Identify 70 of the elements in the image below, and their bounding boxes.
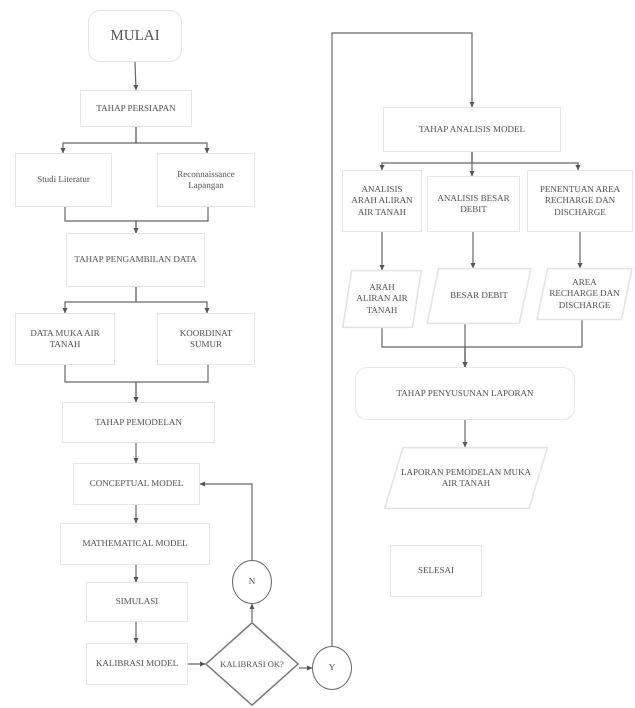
process-box	[15, 313, 115, 365]
node-label: SIMULASI	[114, 596, 160, 608]
arrow	[200, 482, 253, 560]
arrow	[462, 320, 583, 368]
process-box	[15, 153, 112, 207]
arrow	[134, 505, 138, 524]
node-label: TAHAP PEMODELAN	[94, 416, 183, 428]
start-terminal	[88, 10, 182, 62]
process-box	[157, 313, 255, 365]
node-label: DATA MUKA AIR TANAH	[29, 328, 101, 350]
node-label: KOORDINAT SUMUR	[178, 328, 234, 350]
decision-diamond	[205, 622, 299, 706]
node-label: Studi Literatur	[36, 174, 91, 186]
node-label: KALIBRASI OK?	[219, 658, 285, 670]
arrow	[135, 287, 210, 314]
process-box	[383, 107, 561, 152]
node-label: TAHAP PENYUSUNAN LAPORAN	[396, 388, 534, 400]
data-parallelogram	[383, 447, 549, 509]
node-label: N	[248, 576, 256, 588]
process-box	[66, 233, 205, 287]
process-box	[157, 153, 255, 207]
process-box	[427, 176, 520, 232]
arrow	[331, 32, 474, 646]
data-parallelogram	[426, 268, 532, 324]
arrow	[299, 666, 312, 670]
arrow	[471, 152, 580, 170]
arrow	[578, 232, 582, 268]
process-box	[73, 463, 200, 505]
node-label: ANALISIS BESAR DEBIT	[436, 192, 511, 216]
data-parallelogram	[536, 268, 633, 320]
data-parallelogram	[342, 270, 422, 328]
process-box	[86, 582, 188, 622]
process-box	[342, 170, 422, 232]
node-label: SELESAI	[417, 565, 455, 577]
process-box	[60, 523, 210, 565]
node-label: CONCEPTUAL MODEL	[88, 478, 184, 490]
node-label: AREA RECHARGE DAN DISCHARGE	[548, 277, 621, 311]
arrow	[134, 207, 209, 234]
process-box	[527, 170, 633, 232]
process-box	[355, 367, 575, 420]
node-label: MATHEMATICAL MODEL	[82, 538, 188, 550]
arrow	[188, 662, 206, 666]
arrow	[250, 604, 254, 622]
node-label: MULAI	[109, 26, 161, 46]
node-label: PENENTUAN AREA RECHARGE DAN DISCHARGE	[538, 184, 622, 218]
node-label: Reconnaissance Lapangan	[176, 168, 236, 192]
connector-circle	[232, 560, 272, 604]
process-box	[62, 402, 215, 443]
process-box	[390, 545, 482, 597]
node-label: TAHAP PENGAMBILAN DATA	[73, 254, 198, 266]
arrow	[133, 62, 138, 90]
node-label: BESAR DEBIT	[449, 290, 509, 302]
arrow	[134, 365, 209, 402]
node-label: KALIBRASI MODEL	[94, 658, 180, 670]
arrow	[462, 420, 468, 448]
arrow	[134, 443, 138, 464]
node-label: LAPORAN PEMODELAN MUKA AIR TANAH	[400, 466, 532, 490]
node-label: ARAH ALIRAN AIR TANAH	[355, 282, 409, 316]
node-label: Y	[328, 662, 336, 674]
node-label: TAHAP ANALISIS MODEL	[418, 124, 526, 136]
arrow	[134, 565, 138, 582]
node-label: TAHAP PERSIAPAN	[95, 102, 177, 114]
arrow	[380, 232, 384, 270]
process-box	[86, 643, 188, 685]
connector-circle	[312, 646, 352, 690]
arrow	[135, 127, 210, 154]
arrow	[134, 622, 138, 644]
process-box	[80, 90, 192, 127]
arrow	[470, 232, 476, 268]
node-label: ANALISIS ARAH ALIRAN AIR TANAH	[350, 184, 414, 218]
